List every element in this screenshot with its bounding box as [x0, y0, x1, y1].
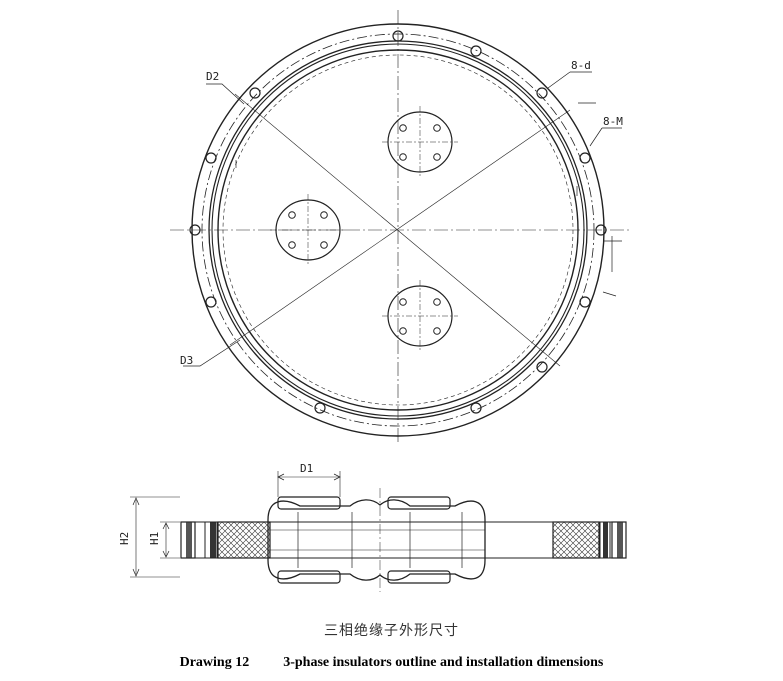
label-h2: H2: [118, 532, 131, 545]
label-d2: D2: [206, 70, 219, 83]
flange-bolt-holes: [189, 30, 607, 414]
leader-lines: [183, 71, 622, 367]
side-view: [130, 471, 627, 592]
label-d1: D1: [300, 462, 313, 475]
insulator-head-left: [270, 194, 346, 266]
label-threads: 8-M: [603, 115, 623, 128]
label-h1: H1: [148, 532, 161, 545]
insulator-head-bottom: [382, 280, 458, 352]
label-bolt-holes: 8-d: [571, 59, 591, 72]
caption-number: Drawing 12: [179, 655, 250, 670]
caption-title: 3-phase insulators outline and installat…: [283, 655, 604, 670]
top-view: [170, 10, 630, 442]
insulator-head-top: [382, 106, 458, 178]
caption-english: Drawing 12 3-phase insulators outline and…: [0, 655, 783, 671]
caption-chinese: 三相绝缘子外形尺寸: [324, 623, 459, 639]
label-d3: D3: [180, 354, 193, 367]
